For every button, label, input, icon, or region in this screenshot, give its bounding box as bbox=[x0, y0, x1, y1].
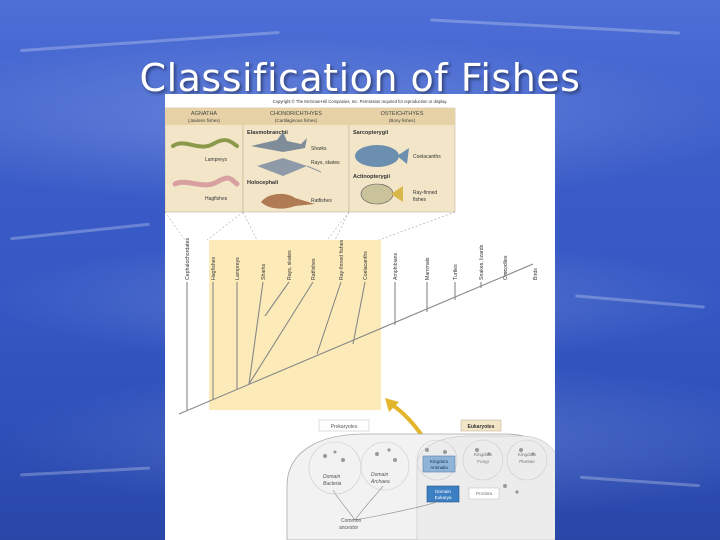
archaea-circle bbox=[360, 441, 410, 491]
protista-box bbox=[468, 487, 500, 500]
archaea-label-2: Archaea bbox=[370, 479, 390, 485]
ray-finned-fish-label-2: fishes bbox=[413, 197, 427, 203]
sarcopterygii-label: Sarcopterygii bbox=[353, 130, 389, 136]
ray-tail bbox=[306, 165, 322, 173]
taxon-label: Snakes, lizards bbox=[479, 244, 485, 280]
lamprey-image bbox=[171, 138, 239, 149]
common-ancestor-label-1: Common bbox=[341, 518, 362, 524]
holocephali-label: Holocephali bbox=[247, 180, 279, 186]
chondrichthyes-highlight bbox=[255, 240, 335, 410]
eukarya-box bbox=[426, 485, 460, 503]
ratfish-label: Ratfishes bbox=[311, 198, 332, 204]
taxon-label: Ray-finned fishes bbox=[339, 240, 345, 280]
taxa-labels: Cephalochordates Hagfishes Lampreys Sharks R… bbox=[185, 237, 539, 280]
taxon-label: Sharks bbox=[261, 263, 267, 280]
chondrichthyes-sub: (Cartilaginous fishes) bbox=[275, 118, 318, 123]
taxon-label: Lampreys bbox=[235, 257, 241, 280]
light-streak bbox=[580, 475, 700, 488]
plantae-label-2: Plantae bbox=[519, 459, 535, 464]
hagfish-image bbox=[172, 175, 240, 188]
prokaryotes-label: Prokaryotes bbox=[331, 424, 358, 430]
elasmobranchii-label: Elasmobranchii bbox=[247, 130, 288, 136]
coelacanth-tail bbox=[397, 148, 409, 164]
taxon-label: Birds bbox=[533, 268, 539, 280]
animalia-circle bbox=[416, 439, 458, 481]
lamprey-label: Lampreys bbox=[205, 157, 227, 163]
arrow-head bbox=[385, 398, 399, 412]
light-streak bbox=[430, 18, 680, 35]
bacteria-label-1: Domain bbox=[323, 474, 340, 480]
plantae-label-1: Kingdom bbox=[518, 452, 536, 457]
hagfish-label: Hagfishes bbox=[205, 196, 228, 202]
taxon-label: Cephalochordates bbox=[185, 237, 191, 280]
osteichthyes-header: OSTEICHTHYES bbox=[381, 111, 424, 117]
eukarya-label-2: Eukarya bbox=[435, 495, 452, 500]
animalia-label-1: Kingdom bbox=[430, 459, 448, 464]
eukaryotes-label: Eukaryotes bbox=[468, 424, 495, 430]
chondrichthyes-header: CHONDRICHTHYES bbox=[270, 111, 322, 117]
taxon-label: Mammals bbox=[425, 257, 431, 280]
rays-label: Rays, skates bbox=[311, 160, 340, 166]
agnatha-header: AGNATHA bbox=[191, 111, 218, 117]
ray-image bbox=[257, 158, 307, 176]
ratfish-image bbox=[261, 193, 315, 209]
ray-finned-fish-tail bbox=[391, 186, 403, 202]
animalia-label-2: Animalia bbox=[430, 465, 448, 470]
ancestor-lines bbox=[332, 485, 438, 521]
taxon-label: Hagfishes bbox=[211, 257, 217, 280]
fungi-label-1: Kingdom bbox=[474, 452, 492, 457]
taxon-label: Coelacanths bbox=[363, 251, 369, 280]
osteichthyes-sub: (Bony fishes) bbox=[389, 118, 416, 123]
header-strip bbox=[165, 108, 455, 125]
eukaryotes-tag bbox=[460, 419, 502, 432]
bacteria-label-2: Bacteria bbox=[323, 481, 342, 487]
phylogenetic-tree bbox=[178, 263, 534, 415]
shark-image bbox=[251, 132, 307, 152]
agnatha-panel bbox=[165, 107, 244, 213]
connector-lines bbox=[165, 211, 456, 241]
ray-finned-fish-label-1: Ray-finned bbox=[413, 190, 437, 196]
taxon-label: Rays, skates bbox=[287, 250, 293, 280]
common-ancestor-label-2: ancestor bbox=[339, 525, 359, 531]
slide-title: Classification of Fishes bbox=[139, 56, 581, 100]
eukarya-label-1: Domain bbox=[435, 489, 451, 494]
actinopterygii-label: Actinopterygii bbox=[353, 174, 390, 180]
shark-label: Sharks bbox=[311, 146, 327, 152]
copyright-line: Copyright © The McGraw-Hill Companies, I… bbox=[273, 99, 448, 104]
taxon-label: Turtles bbox=[453, 264, 459, 280]
fungi-label-2: Fungi bbox=[477, 459, 489, 464]
light-streak bbox=[20, 30, 280, 53]
coelacanth-image bbox=[355, 145, 399, 167]
coelacanth-label: Coelacanths bbox=[413, 154, 441, 160]
taxon-label: Amphibians bbox=[393, 252, 399, 280]
plantae-circle bbox=[506, 439, 548, 481]
light-streak bbox=[10, 222, 150, 241]
archaea-label-1: Domain bbox=[371, 472, 388, 478]
fungi-circle bbox=[462, 439, 504, 481]
prokaryotes-tag bbox=[318, 419, 370, 432]
taxon-label: Crocodiles bbox=[503, 255, 509, 280]
osteichthyes-highlight bbox=[335, 240, 381, 410]
animalia-box bbox=[422, 455, 456, 473]
protista-label: Protista bbox=[476, 491, 493, 497]
agnatha-highlight bbox=[209, 240, 255, 410]
phylogeny-figure: Copyright © The McGraw-Hill Companies, I… bbox=[165, 94, 555, 540]
light-streak bbox=[20, 466, 150, 477]
light-streak bbox=[575, 294, 705, 309]
agnatha-sub: (Jawless fishes) bbox=[188, 118, 221, 123]
ray-finned-fish-image bbox=[360, 183, 394, 205]
organism-sketches bbox=[323, 448, 535, 494]
taxon-label: Ratfishes bbox=[311, 258, 317, 280]
